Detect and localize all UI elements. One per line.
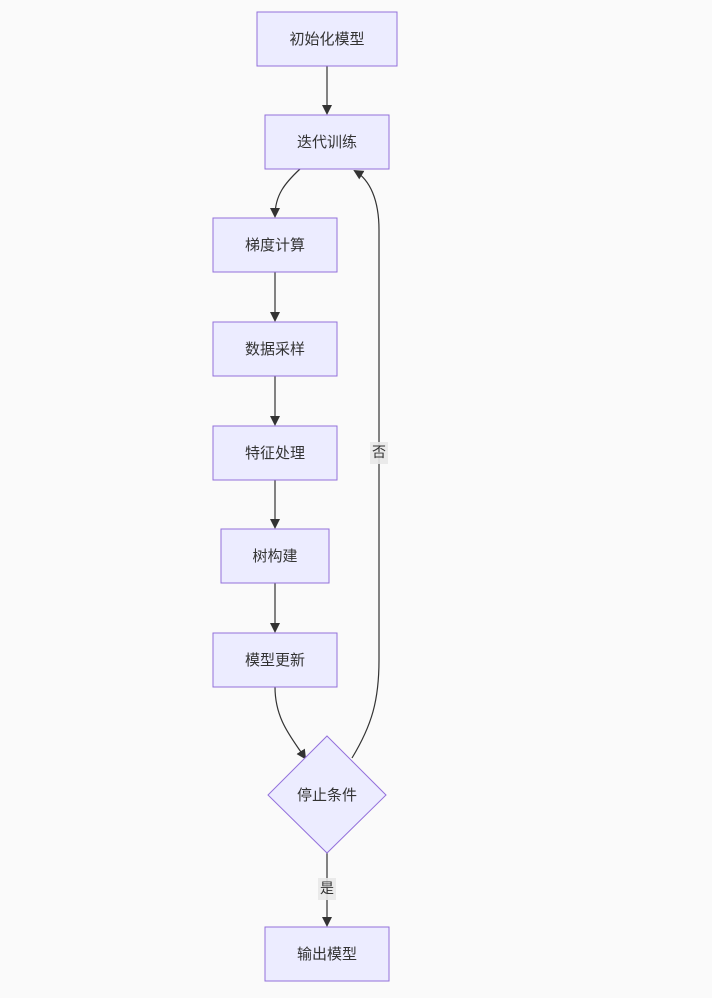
node-tree-label: 树构建: [252, 547, 297, 565]
node-output: 输出模型: [264, 926, 390, 982]
node-update-label: 模型更新: [245, 651, 305, 669]
node-gradient: 梯度计算: [212, 217, 338, 273]
node-stop: 停止条件: [267, 735, 387, 854]
node-sampling: 数据采样: [212, 321, 338, 377]
edge-iterate-to-gradient: [270, 168, 301, 218]
node-tree: 树构建: [220, 528, 330, 584]
node-feature: 特征处理: [212, 425, 338, 481]
edge-label-no: 否: [370, 442, 388, 464]
node-sampling-label: 数据采样: [245, 340, 305, 358]
node-stop-label: 停止条件: [297, 786, 357, 804]
node-iterate-label: 迭代训练: [297, 133, 357, 151]
edge-label-yes: 是: [318, 878, 336, 900]
node-iterate: 迭代训练: [264, 114, 390, 170]
node-init-label: 初始化模型: [289, 30, 364, 48]
edge-update-to-stop: [274, 686, 307, 760]
edge-stop-to-iterate: [351, 169, 380, 759]
edge-label-no-text: 否: [372, 445, 386, 461]
node-output-label: 输出模型: [297, 945, 357, 963]
node-feature-label: 特征处理: [245, 444, 305, 462]
node-init: 初始化模型: [256, 11, 398, 67]
edge-label-yes-text: 是: [320, 881, 334, 897]
node-gradient-label: 梯度计算: [245, 236, 305, 254]
node-update: 模型更新: [212, 632, 338, 688]
